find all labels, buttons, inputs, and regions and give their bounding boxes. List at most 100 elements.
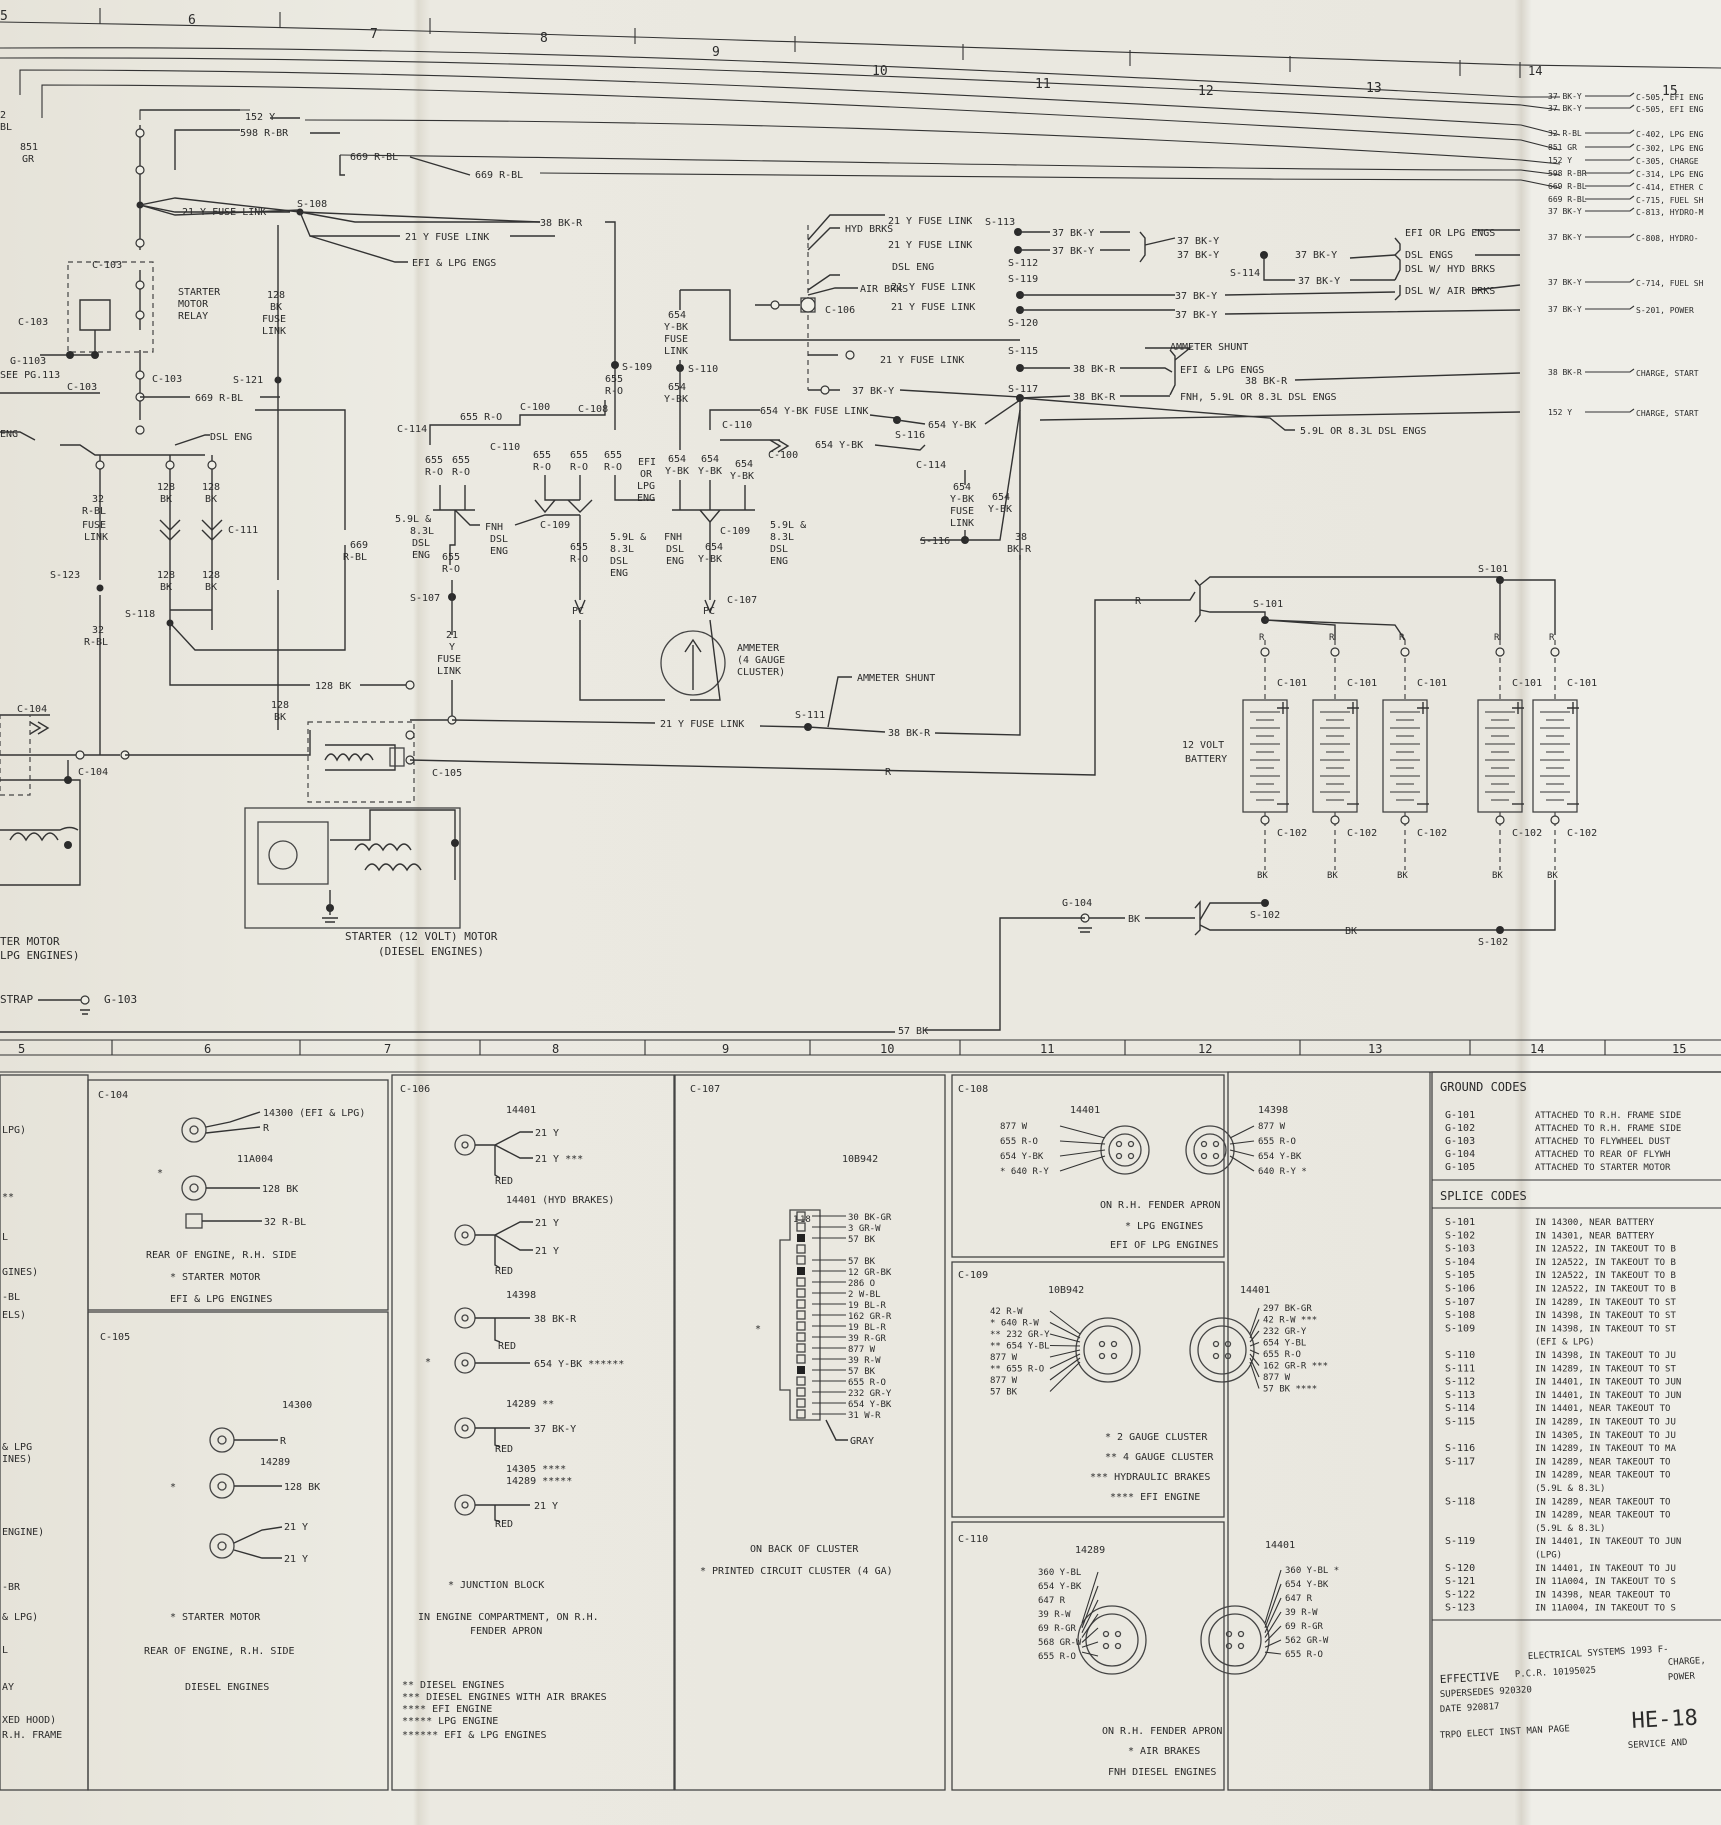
wire bbox=[1585, 104, 1635, 109]
splice-code: S-118 bbox=[1445, 1496, 1475, 1507]
star: * bbox=[755, 1324, 761, 1335]
col-num: 8 bbox=[552, 1042, 559, 1056]
splice-label: S-112 bbox=[1008, 258, 1038, 269]
pin bbox=[797, 1234, 805, 1242]
splice-desc: (EFI & LPG) bbox=[1535, 1338, 1595, 1348]
wire-38bkr: 38 BK-R bbox=[1073, 392, 1116, 403]
wire-label: 128 bbox=[157, 570, 175, 581]
splice-label: S-115 bbox=[1008, 346, 1038, 357]
wire-label: RED bbox=[495, 1444, 513, 1455]
col-num: 13 bbox=[1368, 1042, 1382, 1056]
wire-label: 877 W bbox=[1263, 1373, 1291, 1383]
wire bbox=[1264, 1583, 1282, 1629]
bk-label: BK bbox=[1327, 871, 1338, 881]
pin bbox=[1102, 1642, 1110, 1650]
pc-label: PC bbox=[572, 606, 584, 617]
conn-label: C-103 bbox=[18, 317, 48, 328]
pin bbox=[1115, 1140, 1123, 1148]
panel-title: C-107 bbox=[690, 1084, 720, 1095]
wire-label: 37 BK-Y bbox=[1548, 104, 1582, 113]
eng-label: 5.9L & bbox=[395, 514, 431, 525]
splice-desc: IN 12A522, IN TAKEOUT TO B bbox=[1535, 1271, 1676, 1281]
wire bbox=[1049, 1322, 1081, 1339]
col-num: 15 bbox=[1672, 1042, 1686, 1056]
wire-669c: 669 R-BL bbox=[195, 393, 243, 404]
wire bbox=[1264, 1639, 1282, 1648]
relay-label: MOTOR bbox=[178, 299, 209, 310]
wire-label: 640 R-Y * bbox=[1258, 1167, 1307, 1177]
pin bbox=[796, 1376, 806, 1386]
splice-code: S-109 bbox=[1445, 1323, 1475, 1334]
wire-label: 654 Y-BK bbox=[815, 440, 863, 451]
ammeter-section: C-114 655 R-O C-100 C-110 C-108 S-109 65… bbox=[395, 289, 1032, 739]
wire-label: 3 GR-W bbox=[848, 1224, 881, 1234]
col-num: 12 bbox=[1198, 1042, 1212, 1056]
wire bbox=[1585, 305, 1635, 310]
panel-fragment: ** bbox=[2, 1192, 14, 1203]
title-block: EFFECTIVE P.C.R. 10195025 ELECTRICAL SYS… bbox=[1439, 1645, 1706, 1751]
wire-label: R bbox=[280, 1436, 287, 1447]
wire-label: 2 W-BL bbox=[848, 1290, 881, 1300]
wire-label: 42 R-W *** bbox=[1263, 1316, 1317, 1326]
splice-label: S-119 bbox=[1008, 274, 1038, 285]
wire bbox=[475, 1317, 530, 1364]
splice-desc: IN 14300, NEAR BATTERY bbox=[1535, 1218, 1655, 1228]
wire-669: 669 R-BL bbox=[350, 152, 398, 163]
wire-21y-fuselink: 21 Y FUSE LINK bbox=[660, 719, 744, 730]
battery-cell bbox=[1382, 699, 1428, 813]
round-connector bbox=[1108, 1133, 1142, 1167]
wire-label: 655 bbox=[425, 455, 443, 466]
wire bbox=[1585, 368, 1635, 373]
pin bbox=[796, 1299, 806, 1309]
wire-label: 21 Y bbox=[535, 1218, 559, 1229]
part-number: 14401 (HYD BRAKES) bbox=[506, 1195, 614, 1206]
wire-destination: C-505, EFI ENG bbox=[1636, 105, 1704, 114]
panel-desc: ON R.H. FENDER APRON bbox=[1100, 1200, 1220, 1211]
wire-label: 877 W bbox=[1000, 1122, 1028, 1132]
pin bbox=[1212, 1152, 1220, 1160]
splice-desc: IN 14398, IN TAKEOUT TO JU bbox=[1535, 1351, 1676, 1361]
wire-label: 39 R-GR bbox=[848, 1334, 887, 1344]
splice-label: S-120 bbox=[1008, 318, 1038, 329]
conn-label: C-114 bbox=[916, 460, 946, 471]
eng-label: ENG bbox=[412, 550, 430, 561]
wire-r: R bbox=[1549, 633, 1555, 643]
splice-desc: IN 11A004, IN TAKEOUT TO S bbox=[1535, 1604, 1676, 1614]
bk-label: BK bbox=[1345, 926, 1357, 937]
eng-label: FNH bbox=[664, 532, 682, 543]
splice-code: S-121 bbox=[1445, 1576, 1475, 1587]
wire-label: R-BL bbox=[343, 552, 367, 563]
splice-code: S-116 bbox=[1445, 1443, 1475, 1454]
round-connector bbox=[1200, 1605, 1270, 1675]
ring-terminal bbox=[461, 1501, 469, 1509]
panel-fragment: XED HOOD) bbox=[2, 1715, 56, 1726]
pin bbox=[796, 1222, 806, 1232]
fuse-label: Y bbox=[449, 642, 455, 653]
ammeter-label: (4 GAUGE bbox=[737, 655, 785, 666]
panel-desc: FNH DIESEL ENGINES bbox=[1108, 1767, 1216, 1778]
ground-desc: ATTACHED TO FLYWHEEL DUST bbox=[1535, 1137, 1671, 1147]
pin bbox=[796, 1244, 806, 1254]
wire-destination: C-314, LPG ENG bbox=[1636, 170, 1704, 179]
wire-label: 360 Y-BL bbox=[1038, 1568, 1081, 1578]
fuse-link-label: 21 Y FUSE LINK bbox=[888, 240, 972, 251]
wire-label: 654 Y-BK bbox=[848, 1400, 892, 1410]
conn-label: C-101 bbox=[1347, 678, 1377, 689]
wire-37bky: 37 BK-Y bbox=[1175, 310, 1217, 321]
panel-note: ****** EFI & LPG ENGINES bbox=[402, 1730, 547, 1741]
part-number: 14289 ***** bbox=[506, 1476, 572, 1487]
wire-destination: CHARGE, START bbox=[1636, 409, 1699, 418]
pin bbox=[1114, 1630, 1122, 1638]
ammeter-shunt-label: AMMETER SHUNT bbox=[1170, 342, 1248, 353]
title-es: ELECTRICAL SYSTEMS 1993 F- bbox=[1528, 1645, 1669, 1662]
fuse-link-label: 21 Y FUSE LINK bbox=[891, 282, 975, 293]
splice-code: S-119 bbox=[1445, 1536, 1475, 1547]
strap-label: STRAP bbox=[0, 993, 33, 1006]
splice-label: S-101 bbox=[1253, 599, 1283, 610]
col-num: 6 bbox=[204, 1042, 211, 1056]
pin bbox=[1098, 1352, 1106, 1360]
terminal bbox=[1495, 647, 1505, 657]
wire bbox=[1585, 408, 1635, 413]
wire-label: 877 W bbox=[990, 1376, 1018, 1386]
wire-r: R bbox=[1259, 633, 1265, 643]
